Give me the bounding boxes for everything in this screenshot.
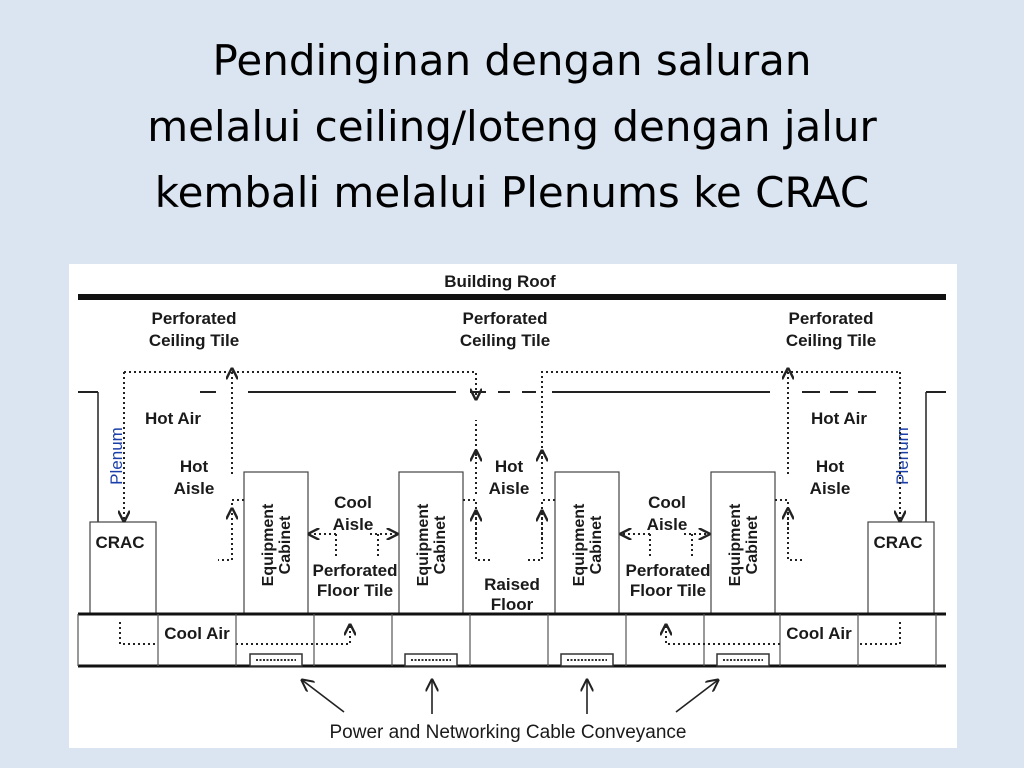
svg-text:EquipmentCabinet: EquipmentCabinet	[415, 503, 449, 586]
title-line-2: melalui ceiling/loteng dengan jalur	[147, 102, 877, 151]
cable-tray-1	[249, 653, 303, 667]
svg-text:Cool: Cool	[334, 493, 372, 512]
svg-text:Perforated: Perforated	[788, 309, 873, 328]
equipment-cabinet-2: EquipmentCabinet	[398, 471, 464, 615]
svg-text:Aisle: Aisle	[333, 515, 374, 534]
title-line-1: Pendinginan dengan saluran	[212, 36, 812, 85]
svg-text:EquipmentCabinet: EquipmentCabinet	[260, 503, 294, 586]
cooling-diagram-svg: Building Roof Perforated Ceiling Tile Pe…	[77, 272, 946, 743]
perforated-ceiling-tile-label-left: Perforated Ceiling Tile	[149, 309, 239, 350]
svg-text:CRAC: CRAC	[873, 533, 922, 552]
svg-text:CRAC: CRAC	[95, 533, 144, 552]
svg-text:Aisle: Aisle	[810, 479, 851, 498]
perforated-ceiling-tile-label-right: Perforated Ceiling Tile	[786, 309, 876, 350]
hot-aisle-label-left: Hot Aisle	[174, 457, 215, 498]
svg-text:Aisle: Aisle	[647, 515, 688, 534]
building-roof-label: Building Roof	[444, 272, 556, 291]
cable-tray-2	[404, 653, 458, 667]
svg-text:Hot: Hot	[180, 457, 209, 476]
title-line-3: kembali melalui Plenums ke CRAC	[154, 168, 870, 217]
perforated-ceiling-tile-label-center: Perforated Ceiling Tile	[460, 309, 550, 350]
cool-aisle-label-right: Cool Aisle	[647, 493, 688, 534]
cool-air-label-right: Cool Air	[786, 624, 852, 643]
hot-air-label-right: Hot Air	[811, 409, 867, 428]
slide-title: Pendinginan dengan saluran melalui ceili…	[0, 28, 1024, 226]
svg-text:Floor: Floor	[491, 595, 534, 614]
raised-floor-label: Raised Floor	[484, 575, 540, 614]
svg-text:Floor Tile: Floor Tile	[630, 581, 706, 600]
cool-aisle-label-left: Cool Aisle	[333, 493, 374, 534]
perforated-floor-tile-label-right: Perforated Floor Tile	[625, 561, 710, 600]
svg-text:Ceiling Tile: Ceiling Tile	[149, 331, 239, 350]
raised-floor-structure	[77, 612, 946, 668]
airflow-paths	[120, 370, 900, 645]
cable-tray-3	[560, 653, 614, 667]
hot-aisle-label-right: Hot Aisle	[810, 457, 851, 498]
hot-air-label-left: Hot Air	[145, 409, 201, 428]
svg-text:Ceiling Tile: Ceiling Tile	[786, 331, 876, 350]
svg-text:Floor Tile: Floor Tile	[317, 581, 393, 600]
cable-tray-4	[716, 653, 770, 667]
svg-text:EquipmentCabinet: EquipmentCabinet	[571, 503, 605, 586]
svg-text:Hot: Hot	[495, 457, 524, 476]
svg-text:Aisle: Aisle	[489, 479, 530, 498]
svg-text:Raised: Raised	[484, 575, 540, 594]
crac-unit-left: CRAC	[89, 521, 157, 615]
svg-text:Perforated: Perforated	[312, 561, 397, 580]
cable-conveyance-label: Power and Networking Cable Conveyance	[330, 722, 687, 743]
cooling-diagram: Building Roof Perforated Ceiling Tile Pe…	[69, 264, 957, 748]
svg-text:Cool: Cool	[648, 493, 686, 512]
plenum-label-left: Plenum	[107, 427, 126, 485]
svg-text:Perforated: Perforated	[151, 309, 236, 328]
svg-text:Ceiling Tile: Ceiling Tile	[460, 331, 550, 350]
equipment-cabinet-4: EquipmentCabinet	[710, 471, 776, 615]
plenum-label-right: Plenum	[893, 427, 912, 485]
equipment-cabinet-1: EquipmentCabinet	[243, 471, 309, 615]
hot-aisle-label-center: Hot Aisle	[489, 457, 530, 498]
cable-conveyance-arrows	[302, 680, 718, 714]
svg-text:Perforated: Perforated	[462, 309, 547, 328]
svg-text:Perforated: Perforated	[625, 561, 710, 580]
equipment-cabinet-3: EquipmentCabinet	[554, 471, 620, 615]
svg-text:Hot: Hot	[816, 457, 845, 476]
perforated-floor-tile-label-left: Perforated Floor Tile	[312, 561, 397, 600]
cool-air-label-left: Cool Air	[164, 624, 230, 643]
crac-unit-right: CRAC	[867, 521, 935, 615]
svg-text:EquipmentCabinet: EquipmentCabinet	[727, 503, 761, 586]
svg-text:Aisle: Aisle	[174, 479, 215, 498]
